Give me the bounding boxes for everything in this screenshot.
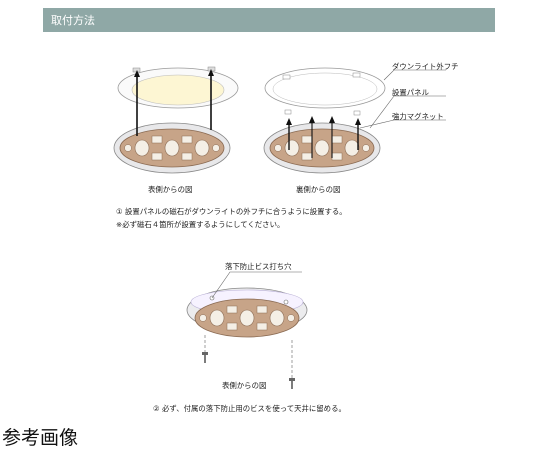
section-header: 取付方法 bbox=[43, 8, 495, 32]
section-title: 取付方法 bbox=[51, 14, 95, 27]
front-view-figure bbox=[113, 66, 239, 174]
step1-note: ※必ず磁石４箇所が設置するようにしてください。 bbox=[116, 220, 285, 229]
reference-image-label: 参考画像 bbox=[2, 427, 79, 449]
step2-text: ② 必ず、付属の落下防止用のビスを使って天井に留める。 bbox=[153, 404, 346, 413]
screw-view-caption: 表側からの図 bbox=[222, 381, 267, 390]
front-view-caption: 表側からの図 bbox=[148, 185, 193, 194]
back-view-figure bbox=[263, 67, 446, 174]
back-view-caption: 裏側からの図 bbox=[296, 185, 341, 194]
screw-view-figure bbox=[186, 271, 308, 389]
callout-downlight-rim: ダウンライト外フチ bbox=[392, 62, 459, 71]
step1-text: ① 設置パネルの磁石がダウンライトの外フチに合うように設置する。 bbox=[116, 207, 347, 216]
callout-panel: 設置パネル bbox=[392, 88, 429, 97]
callout-magnet: 強力マグネット bbox=[392, 112, 444, 121]
screw-hole-callout: 落下防止ビス打ち穴 bbox=[225, 262, 292, 271]
